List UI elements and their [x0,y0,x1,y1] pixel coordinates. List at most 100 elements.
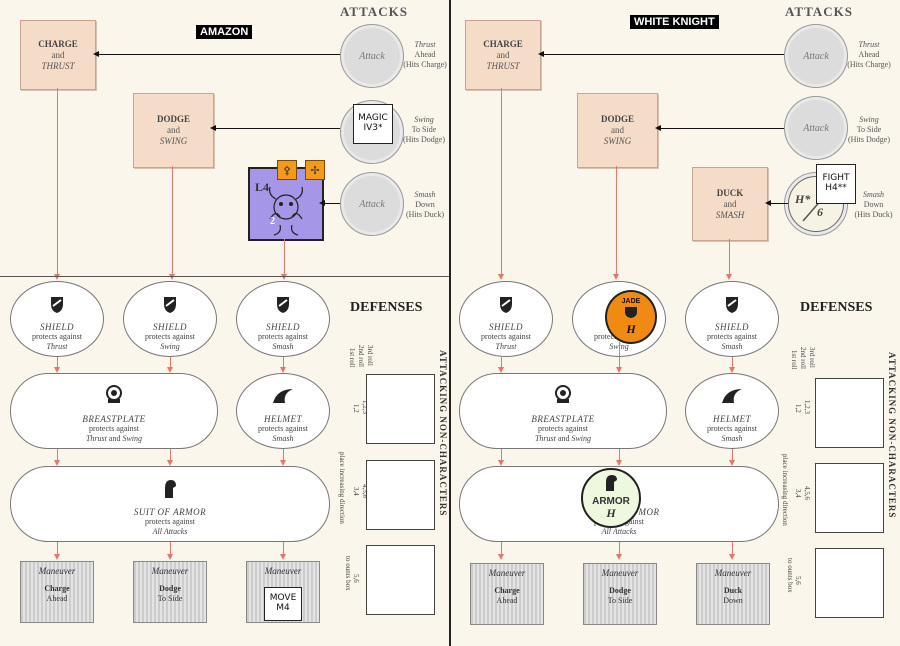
attack-label: Attack [803,50,829,62]
shield-name: SHIELD [153,322,187,332]
desc-line: Smash [863,190,884,199]
shield-swing[interactable]: SHIELD protects against Swing [123,281,217,357]
roll-box-2[interactable] [366,460,435,530]
roll-box-2[interactable] [815,463,884,533]
shield-thrust[interactable]: SHIELD protects against Thrust [459,281,553,357]
arrow-small [729,542,735,560]
shield-smash[interactable]: SHIELD protects against Smash [685,281,779,357]
maneuver-dodge[interactable]: Maneuver Dodge To Side [133,561,207,623]
dodge-swing-box[interactable]: DODGE and SWING [133,93,214,168]
shield-smash[interactable]: SHIELD protects against Smash [236,281,330,357]
roll-box-1[interactable] [815,378,884,448]
maneuver-title: Maneuver [151,566,189,576]
counter-line: H4** [825,183,847,193]
roll-to: to ounts box [344,556,352,591]
amazon-board: ATTACKS AMAZON CHARGE and THRUST DODGE a… [0,0,448,646]
chit-icon-2[interactable]: ✢ [305,160,325,180]
counter-line: MOVE [269,593,297,603]
arrow-swing [655,125,784,131]
arrow-small [280,542,286,560]
roll-b: 1,2,3 [803,400,811,414]
armor-chit[interactable]: ARMOR H [581,468,641,528]
magic-counter[interactable]: MAGIC IV3* [353,104,393,144]
shield-icon [625,307,637,318]
roll-box-3[interactable] [815,548,884,618]
desc-line: Ahead [858,50,880,59]
shield-vs: Thrust [46,342,68,351]
arrow-small [616,542,622,560]
maneuver-duck[interactable]: Maneuver Duck Down [696,563,770,625]
fight-counter[interactable]: FIGHT H4** [816,164,856,204]
roll-3rd: 3rd roll [808,347,816,368]
monster-number: 2 [270,216,275,227]
roll-box-1[interactable] [366,374,435,444]
shield-prot: protects against [32,332,82,341]
roll-b: 1,2,3 [361,400,369,414]
roll-c: 3,4 [352,487,360,496]
breastplate-and: and [557,434,570,443]
monster-label: L4 [255,180,270,194]
shield-icon [51,297,63,313]
charge-thrust-box[interactable]: CHARGE and THRUST [20,20,96,90]
roll-place: place increasing direction [338,452,346,524]
armor-chit-line2: H [606,506,616,520]
arrow-down-1 [498,88,504,280]
attack-thrust-circle[interactable]: Attack [340,24,404,88]
maneuver-dir: Ahead [46,594,68,603]
roll-e: 5,6 [794,576,802,585]
desc-line: Smash [414,190,436,199]
charge-thrust-box[interactable]: CHARGE and THRUST [465,20,541,90]
attack-smash-circle[interactable]: Attack [340,172,404,236]
armor-icon [606,475,617,491]
helmet-slot[interactable]: HELMET protects against Smash [685,373,779,449]
maneuver-action: Charge [44,584,70,593]
desc-line: (Hits Charge) [403,60,447,69]
maneuver-dir: Down [723,596,743,605]
maneuver-dir: To Side [157,594,183,603]
box-label-top: DODGE [600,114,634,124]
armor-name: MOR [638,507,660,517]
attack-thrust-desc: Thrust Ahead (Hits Charge) [402,40,448,70]
breastplate-vs1: Thrust [85,434,107,443]
box-label-mid: and [51,49,65,60]
duck-smash-box[interactable]: DUCK and SMASH [692,167,768,241]
counter-line: MAGIC [358,113,388,123]
desc-line: To Side [411,125,437,134]
roll-d: 4,5,6 [361,484,369,498]
attack-thrust-circle[interactable]: Attack [784,24,848,88]
maneuver-action: Duck [723,586,743,595]
attacks-title: ATTACKS [785,4,853,19]
move-counter[interactable]: MOVE M4 [264,587,302,621]
armor-icon [165,480,176,498]
arrow-small [54,542,60,560]
shield-vs: Swing [160,342,180,351]
desc-line: (Hits Dodge) [848,135,890,144]
jade-chit[interactable]: JADE H [605,290,657,344]
arrow-small [54,357,60,373]
maneuver-charge[interactable]: Maneuver Charge Ahead [20,561,94,623]
maneuver-title: Maneuver [714,568,752,578]
arrow-small [729,449,735,466]
shield-icon [500,297,512,313]
breastplate-slot[interactable]: BREASTPLATE protects against Thrust and … [459,373,667,449]
desc-line: (Hits Dodge) [403,135,445,144]
maneuver-charge[interactable]: Maneuver Charge Ahead [470,563,544,625]
roll-box-3[interactable] [366,545,435,615]
shield-thrust[interactable]: SHIELD protects against Thrust [10,281,104,357]
attack-label: Attack [803,122,829,134]
maneuver-dodge[interactable]: Maneuver Dodge To Side [583,563,657,625]
arrow-small [167,449,173,466]
box-label-top: CHARGE [38,38,78,49]
helmet-slot[interactable]: HELMET protects against Smash [236,373,330,449]
roll-to: to ounts box [786,558,794,593]
breastplate-name: BREASTPLATE [531,414,595,424]
breastplate-slot[interactable]: BREASTPLATE protects against Thrust and … [10,373,218,449]
shield-name: SHIELD [266,322,300,332]
suit-of-armor-slot[interactable]: SUIT OF ARMOR protects against All Attac… [10,466,330,542]
desc-line: Swing [859,115,879,124]
dodge-swing-box[interactable]: DODGE and SWING [577,93,658,168]
chit-icon-1[interactable]: ⚴ [277,160,297,180]
arrow-smash [765,200,788,206]
helmet-prot: protects against [258,424,308,433]
attack-swing-circle[interactable]: Attack [784,96,848,160]
